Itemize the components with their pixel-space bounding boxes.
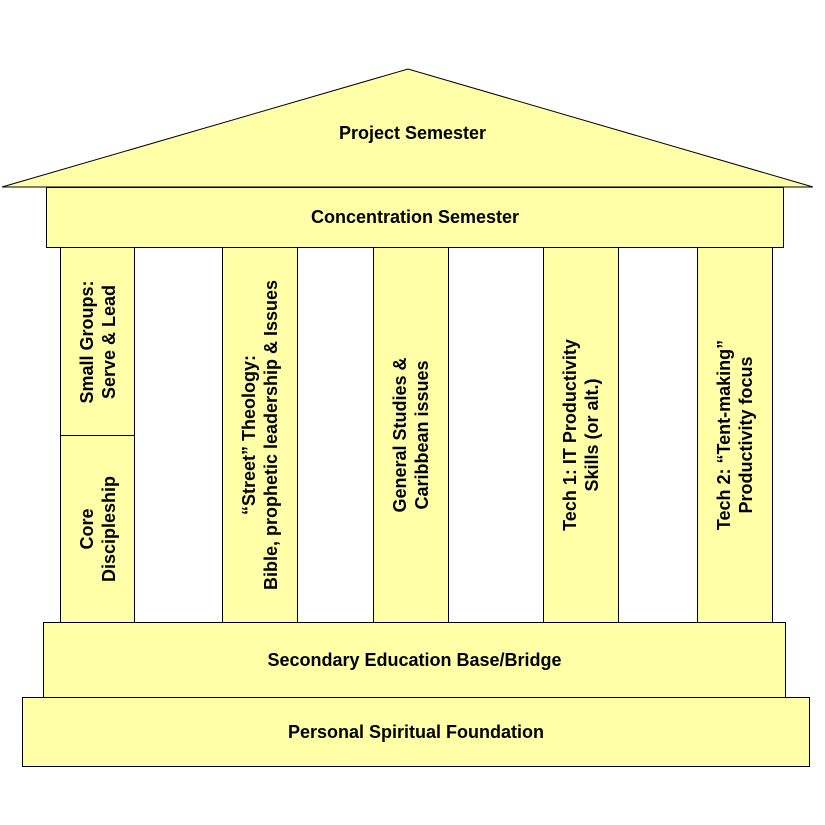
line: Discipleship xyxy=(98,475,119,583)
line: Skills (or alt.) xyxy=(582,378,602,492)
base: Secondary Education Base/Bridge xyxy=(43,622,786,698)
foundation-label: Personal Spiritual Foundation xyxy=(287,721,545,742)
base-label: Secondary Education Base/Bridge xyxy=(267,649,562,670)
pillar-label: “Street” Theology:Bible, prophetic leade… xyxy=(238,280,282,590)
roof xyxy=(1,68,814,188)
pillar-tech-2: Tech 2: “Tent-making”Productivity focus xyxy=(697,247,773,623)
line: Core xyxy=(76,508,97,550)
line: Caribbean issues xyxy=(412,360,432,510)
entablature-label: Concentration Semester xyxy=(310,207,520,227)
roof-label: Project Semester xyxy=(338,123,487,143)
pillar-label: Small Groups:Serve & Lead xyxy=(76,280,120,403)
line: Bible, prophetic leadership & Issues xyxy=(261,279,281,591)
pillar-label: General Studies &Caribbean issues xyxy=(389,357,433,512)
line: Serve & Lead xyxy=(98,284,119,399)
pillar-label: Tech 2: “Tent-making”Productivity focus xyxy=(713,340,757,530)
pillar-street-theology: “Street” Theology:Bible, prophetic leade… xyxy=(222,247,298,623)
line: Small Groups: xyxy=(76,279,97,404)
line: Tech 2: “Tent-making” xyxy=(714,339,734,531)
pillar-small-groups: Small Groups:Serve & Lead xyxy=(60,247,135,436)
line: “Street” Theology: xyxy=(239,355,259,516)
line: Productivity focus xyxy=(736,356,756,514)
entablature: Concentration Semester xyxy=(46,187,784,248)
line: General Studies & xyxy=(390,357,410,513)
pillar-general-studies: General Studies &Caribbean issues xyxy=(373,247,449,623)
line: Tech 1: IT Productivity xyxy=(560,339,580,531)
foundation: Personal Spiritual Foundation xyxy=(22,697,810,767)
